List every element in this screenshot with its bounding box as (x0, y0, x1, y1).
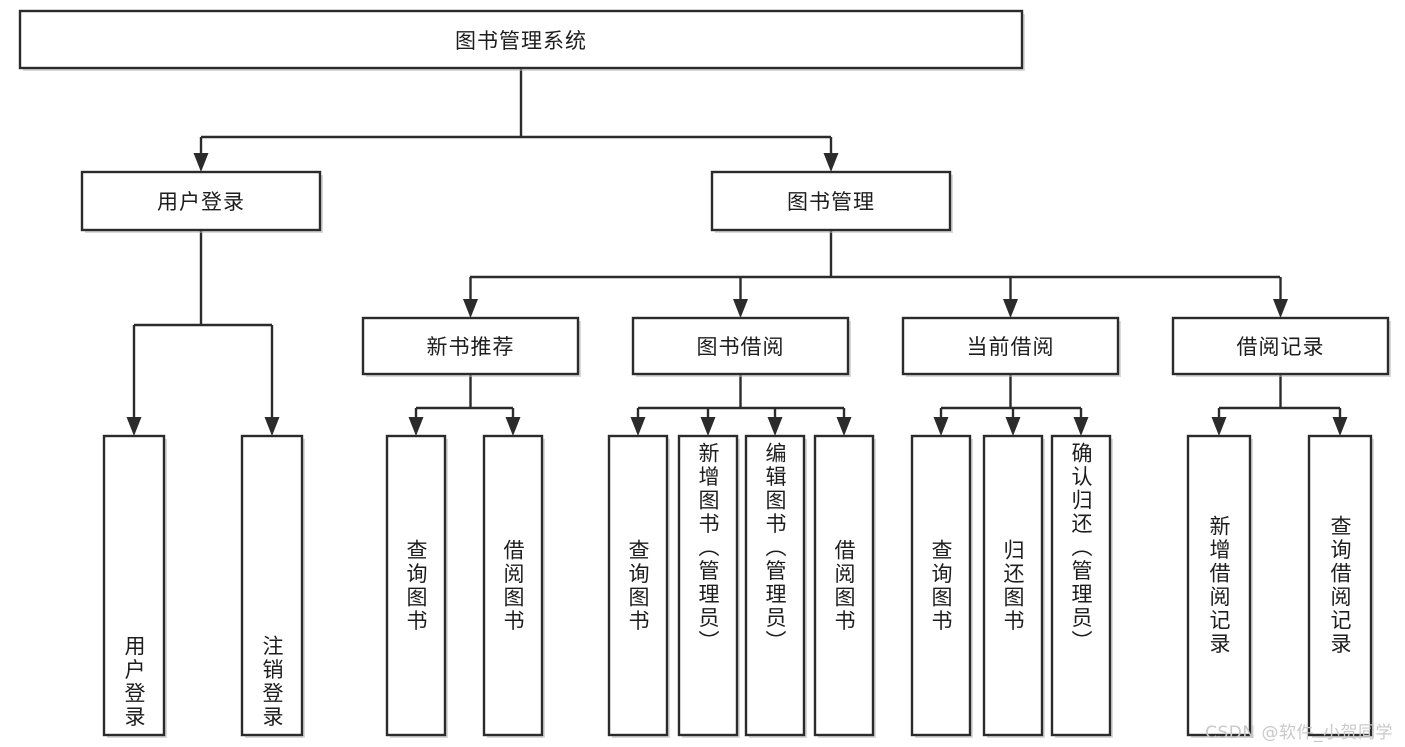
node-新增图书管理员[interactable] (677, 434, 740, 738)
node-查询图书[interactable] (385, 434, 448, 738)
node-查询图书[interactable] (607, 434, 670, 738)
arrow-to-用户登录 (126, 417, 142, 436)
node-rect (982, 434, 1044, 737)
arrow-to-注销登录 (264, 417, 280, 436)
node-用户登录[interactable] (80, 170, 323, 233)
node-rect (607, 434, 669, 737)
node-rect (710, 170, 952, 232)
node-rect (385, 434, 447, 737)
arrow-to-新书推荐 (463, 299, 478, 318)
arrow-to-图书管理 (823, 153, 839, 172)
node-rect (1307, 434, 1373, 737)
arrow-to-新增图书管理员 (700, 417, 716, 436)
node-rect (744, 434, 806, 737)
arrow-to-新增借阅记录 (1211, 417, 1227, 436)
node-box-layer (18, 9, 1391, 738)
node-查询图书[interactable] (910, 434, 973, 738)
node-图书管理[interactable] (710, 170, 953, 233)
arrow-to-图书借阅 (733, 299, 748, 318)
connector-layer (126, 68, 1348, 436)
node-归还图书[interactable] (982, 434, 1045, 738)
arrow-to-查询图书 (408, 417, 424, 436)
node-rect (1050, 434, 1112, 737)
node-图书管理系统[interactable] (18, 9, 1025, 71)
node-借阅图书[interactable] (813, 434, 876, 738)
watermark: CSDN @软件_小贺同学 (1205, 723, 1393, 743)
node-rect (240, 434, 304, 737)
node-查询借阅记录[interactable] (1307, 434, 1374, 738)
node-借阅图书[interactable] (482, 434, 545, 738)
node-新书推荐[interactable] (361, 316, 581, 377)
arrow-to-查询图书 (933, 417, 949, 436)
arrow-to-查询借阅记录 (1332, 417, 1348, 436)
node-当前借阅[interactable] (901, 316, 1121, 377)
node-rect (102, 434, 166, 737)
node-注销登录[interactable] (240, 434, 305, 738)
node-确认归还管理员[interactable] (1050, 434, 1113, 738)
arrow-to-借阅图书 (836, 417, 852, 436)
node-rect (361, 316, 580, 376)
arrow-to-借阅记录 (1273, 299, 1288, 318)
node-借阅记录[interactable] (1171, 316, 1391, 377)
node-rect (1171, 316, 1390, 376)
arrow-to-借阅图书 (505, 417, 521, 436)
node-rect (677, 434, 739, 737)
arrow-to-归还图书 (1005, 417, 1021, 436)
arrow-to-查询图书 (630, 417, 646, 436)
node-图书借阅[interactable] (631, 316, 851, 377)
node-新增借阅记录[interactable] (1186, 434, 1253, 738)
node-用户登录[interactable] (102, 434, 167, 738)
node-rect (631, 316, 850, 376)
node-rect (18, 9, 1024, 70)
node-rect (80, 170, 322, 232)
node-rect (910, 434, 972, 737)
arrow-to-用户登录 (193, 153, 209, 172)
node-rect (482, 434, 544, 737)
node-编辑图书管理员[interactable] (744, 434, 807, 738)
node-rect (813, 434, 875, 737)
arrow-to-当前借阅 (1003, 299, 1018, 318)
node-rect (1186, 434, 1252, 737)
arrow-to-编辑图书管理员 (767, 417, 783, 436)
node-rect (901, 316, 1120, 376)
arrow-to-确认归还管理员 (1073, 417, 1089, 436)
